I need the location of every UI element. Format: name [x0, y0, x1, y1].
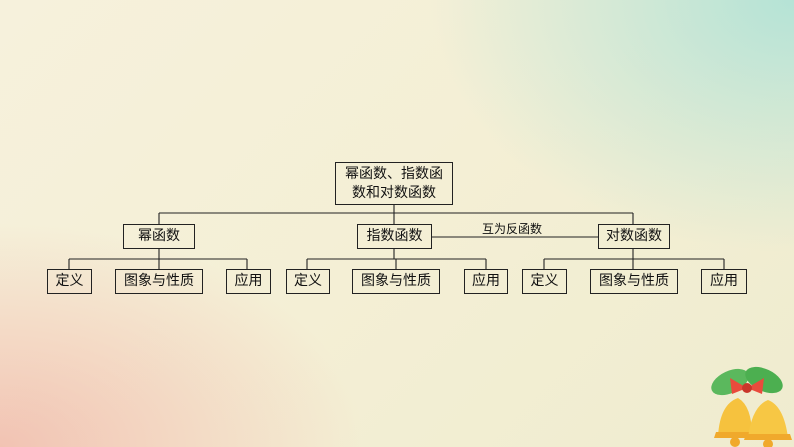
branch-exponential-function: 指数函数: [357, 224, 432, 249]
root-node: 幂函数、指数函数和对数函数: [335, 162, 453, 205]
leaf-application: 应用: [701, 269, 747, 294]
leaf-definition: 定义: [286, 269, 330, 294]
christmas-bells-icon: [711, 366, 792, 447]
leaf-application: 应用: [226, 269, 271, 294]
leaf-graph-properties: 图象与性质: [115, 269, 203, 294]
branch-power-function: 幂函数: [123, 224, 195, 249]
branch-logarithmic-function: 对数函数: [598, 224, 670, 249]
relation-label: 互为反函数: [482, 222, 543, 236]
leaf-graph-properties: 图象与性质: [352, 269, 440, 294]
leaf-definition: 定义: [47, 269, 92, 294]
leaf-definition: 定义: [522, 269, 567, 294]
leaf-graph-properties: 图象与性质: [590, 269, 678, 294]
leaf-application: 应用: [464, 269, 508, 294]
